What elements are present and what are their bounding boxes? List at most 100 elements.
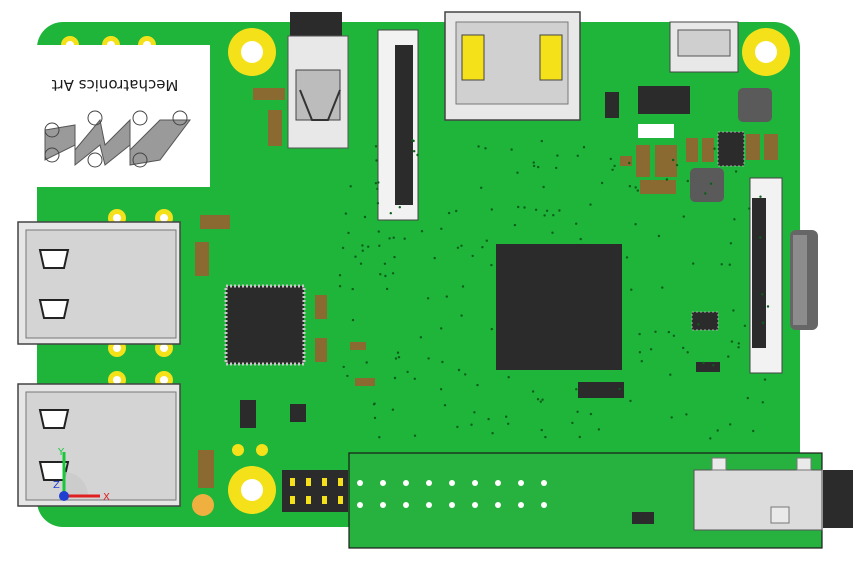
- usb-port-top: [17, 221, 181, 345]
- via: [413, 377, 416, 380]
- via: [712, 364, 715, 367]
- via: [532, 164, 536, 168]
- via: [338, 274, 342, 277]
- via: [670, 416, 673, 419]
- hat-pad: [357, 502, 363, 508]
- via: [398, 206, 401, 209]
- logo-label: Mechatronics Art: [20, 45, 210, 187]
- via: [702, 361, 705, 365]
- via: [420, 230, 424, 233]
- via: [686, 351, 689, 354]
- via: [347, 231, 350, 235]
- via: [351, 318, 355, 322]
- hat-pad: [541, 480, 547, 486]
- via: [671, 158, 675, 162]
- via: [727, 355, 730, 358]
- hat-pad: [472, 502, 478, 508]
- via: [532, 161, 535, 164]
- via: [363, 215, 367, 219]
- via: [361, 244, 364, 247]
- hat-pad: [357, 480, 363, 486]
- hat-pad: [380, 502, 386, 508]
- via: [471, 254, 474, 258]
- via: [490, 208, 493, 211]
- via: [351, 287, 354, 291]
- via: [667, 330, 670, 334]
- via: [686, 179, 689, 183]
- via: [634, 186, 637, 189]
- via: [507, 422, 510, 425]
- hat-pad: [426, 480, 432, 486]
- hat-pad: [449, 502, 455, 508]
- via: [629, 399, 632, 403]
- via: [413, 150, 416, 153]
- via: [600, 181, 604, 185]
- via: [354, 255, 357, 258]
- gold-pad-large: [192, 494, 214, 516]
- via: [507, 376, 510, 379]
- via: [383, 262, 387, 265]
- via: [709, 437, 712, 440]
- via: [734, 170, 738, 173]
- via: [447, 211, 451, 215]
- via: [396, 351, 400, 354]
- display-connector: [749, 177, 783, 374]
- via: [555, 166, 558, 170]
- via: [759, 236, 762, 239]
- via: [427, 357, 430, 360]
- via: [457, 368, 461, 372]
- mounting-hole: [228, 28, 276, 76]
- hat-pad: [403, 480, 409, 486]
- mechatronics-logo-zigzag-icon: [44, 110, 191, 168]
- via: [456, 425, 459, 429]
- via: [539, 400, 542, 403]
- via: [540, 428, 543, 432]
- via: [460, 244, 463, 247]
- via: [392, 236, 395, 239]
- x-axis-label: X: [103, 492, 110, 503]
- via: [640, 360, 643, 363]
- soc-chip: [496, 244, 622, 370]
- side-connector-body: [793, 235, 807, 325]
- via: [379, 273, 382, 276]
- via: [338, 285, 342, 288]
- via: [628, 161, 631, 165]
- via: [720, 263, 723, 266]
- hat-pad: [495, 502, 501, 508]
- via: [374, 145, 378, 148]
- via: [685, 413, 688, 416]
- pcb-board: [37, 22, 800, 527]
- via: [388, 237, 391, 240]
- via: [477, 145, 480, 148]
- via: [672, 334, 676, 337]
- via: [378, 244, 381, 247]
- via: [657, 234, 661, 238]
- via: [416, 153, 419, 157]
- vias: [338, 139, 770, 440]
- via: [761, 401, 764, 404]
- via: [613, 164, 616, 168]
- via: [393, 376, 397, 380]
- z-axis-label: Z: [53, 480, 60, 491]
- via: [433, 256, 436, 260]
- hat-pad: [541, 502, 547, 508]
- via: [470, 423, 473, 426]
- via: [464, 373, 467, 376]
- via: [473, 411, 476, 414]
- via: [729, 423, 732, 426]
- via: [517, 205, 520, 209]
- mounting-hole: [742, 28, 790, 76]
- via: [634, 223, 637, 226]
- hat-pad: [472, 480, 478, 486]
- via: [426, 297, 430, 300]
- via: [697, 323, 700, 326]
- via: [728, 263, 731, 266]
- via: [490, 327, 493, 331]
- via: [766, 305, 770, 308]
- via: [716, 429, 719, 432]
- micro-usb-port: [669, 21, 739, 73]
- via: [491, 432, 494, 435]
- via: [746, 396, 749, 400]
- via: [551, 231, 554, 234]
